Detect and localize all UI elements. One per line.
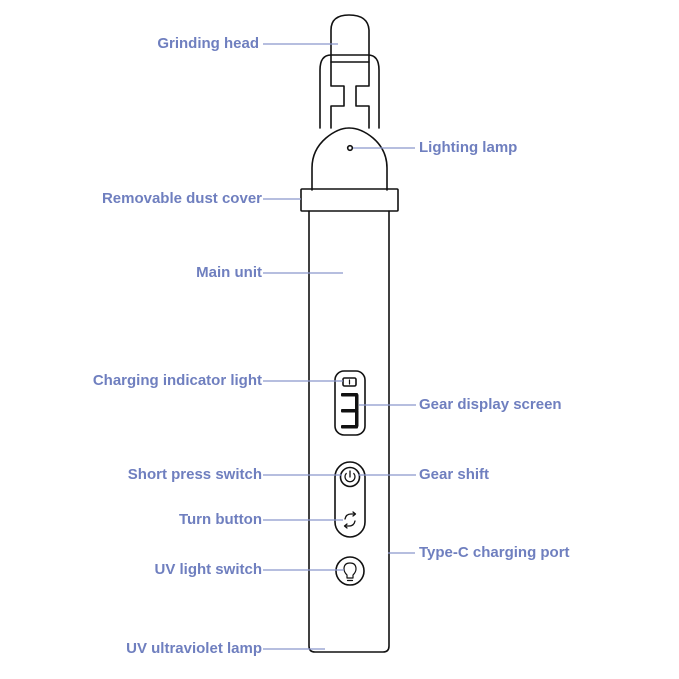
turn-icon-top — [344, 513, 356, 520]
uv-switch-ring — [335, 556, 365, 586]
gear-display-digit — [341, 393, 359, 429]
label-gear-shift: Gear shift — [419, 466, 490, 483]
holder-inner-right — [355, 61, 370, 129]
grinding-head-shape — [330, 14, 370, 63]
neck-shoulder — [311, 127, 388, 191]
dust-cover-ring — [300, 188, 399, 212]
display-panel — [334, 370, 366, 436]
label-short-press-switch: Short press switch — [127, 466, 262, 483]
power-icon-ring — [339, 466, 361, 488]
charging-indicator-icon — [342, 377, 357, 387]
label-type-c-charging-port: Type-C charging port — [419, 544, 570, 561]
holder-inner — [330, 61, 345, 129]
turn-icon-bottom — [344, 520, 356, 527]
power-icon — [344, 472, 356, 483]
label-charging-indicator-light: Charging indicator light — [92, 372, 262, 389]
label-uv-light-switch: UV light switch — [154, 561, 262, 578]
shield-frame — [319, 54, 380, 129]
label-gear-display-screen: Gear display screen — [419, 396, 562, 413]
button-panel — [334, 461, 366, 538]
label-lighting-lamp: Lighting lamp — [419, 139, 518, 156]
label-uv-ultraviolet-lamp: UV ultraviolet lamp — [126, 640, 262, 657]
lighting-lamp-dot — [346, 144, 354, 152]
label-removable-dust-cover: Removable dust cover — [101, 190, 262, 207]
main-body — [308, 210, 390, 653]
bulb-icon — [343, 562, 357, 579]
label-grinding-head: Grinding head — [157, 35, 259, 52]
label-turn-button: Turn button — [178, 511, 262, 528]
label-main-unit: Main unit — [196, 264, 262, 281]
